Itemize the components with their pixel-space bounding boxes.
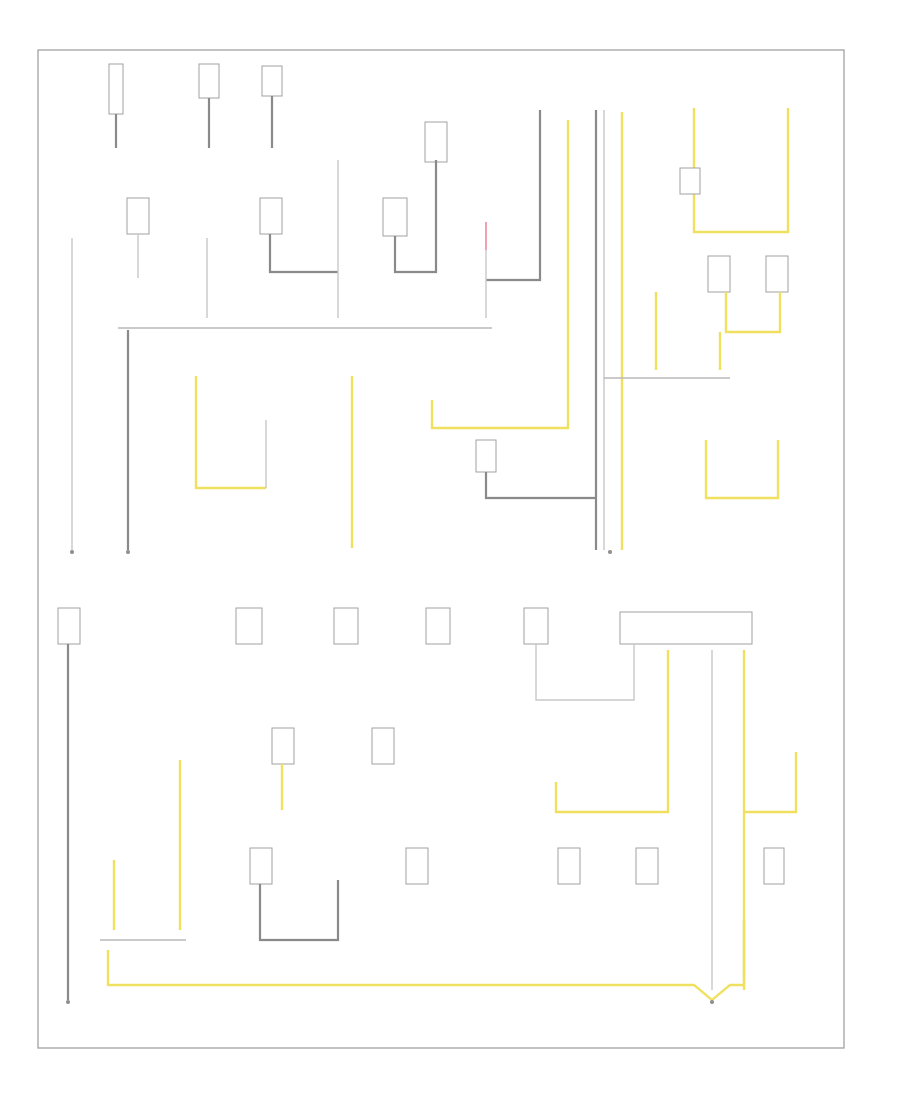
wire-yellow-ground-return — [106, 920, 746, 1002]
top-left-components — [71, 63, 542, 550]
wire-yellow-mid-1 — [194, 376, 266, 490]
wire-ecm-yellow-1 — [554, 650, 670, 814]
ignition-coil-1 — [405, 847, 429, 885]
ground-points-top — [70, 550, 612, 554]
ground-point-right — [608, 550, 612, 554]
clutch-sensor-1 — [333, 607, 359, 645]
wire-yellow-right-sensors — [724, 292, 782, 334]
clutch-sensor-2 — [425, 607, 451, 645]
wire-yellow-top-right — [692, 108, 790, 234]
idle-air-control-valve — [57, 607, 81, 645]
wire-throttle-mid — [484, 472, 596, 500]
ground-point-left — [70, 550, 74, 554]
ground-point-left-2 — [126, 550, 130, 554]
clutch-sensor-3 — [523, 607, 549, 645]
ignition-switch-3 — [382, 197, 408, 237]
junction-connector-top-right — [679, 167, 701, 195]
vss-sensor — [271, 727, 295, 765]
relay-box-top — [424, 121, 448, 163]
ground-point-bottom-left — [66, 1000, 70, 1004]
trans-component — [261, 65, 283, 97]
wire-knock-sensor — [744, 752, 798, 814]
diagram-frame — [37, 49, 845, 1049]
middle-left-components — [194, 120, 596, 548]
wire-ignition-3 — [393, 160, 438, 274]
ground-point-bottom — [710, 1000, 714, 1004]
engine-component — [198, 63, 220, 99]
throttle-sensor-mid — [475, 439, 497, 473]
ignition-switch-2 — [259, 197, 283, 235]
crank-sensor — [249, 847, 273, 885]
wire-crank — [258, 880, 340, 942]
transmission-sensor — [235, 607, 263, 645]
sensor-right-2 — [765, 255, 789, 293]
ignition-switch-1 — [126, 197, 150, 235]
map-sensor — [763, 847, 785, 885]
wire-yellow-mid-3 — [430, 120, 570, 430]
o2-sensor-1 — [371, 727, 395, 765]
wire-ignition-2 — [268, 234, 338, 274]
ignition-coil-2 — [557, 847, 581, 885]
wire-relay-top — [486, 110, 542, 282]
wire-clutch-bus — [535, 644, 635, 701]
bottom-components — [57, 607, 798, 1004]
ignition-coil-3 — [635, 847, 659, 885]
top-right-components — [594, 108, 790, 550]
sensor-right-1 — [707, 255, 731, 293]
battery-component — [108, 63, 124, 115]
wire-yellow-right-lower — [704, 440, 780, 500]
engine-control-module — [619, 611, 753, 645]
